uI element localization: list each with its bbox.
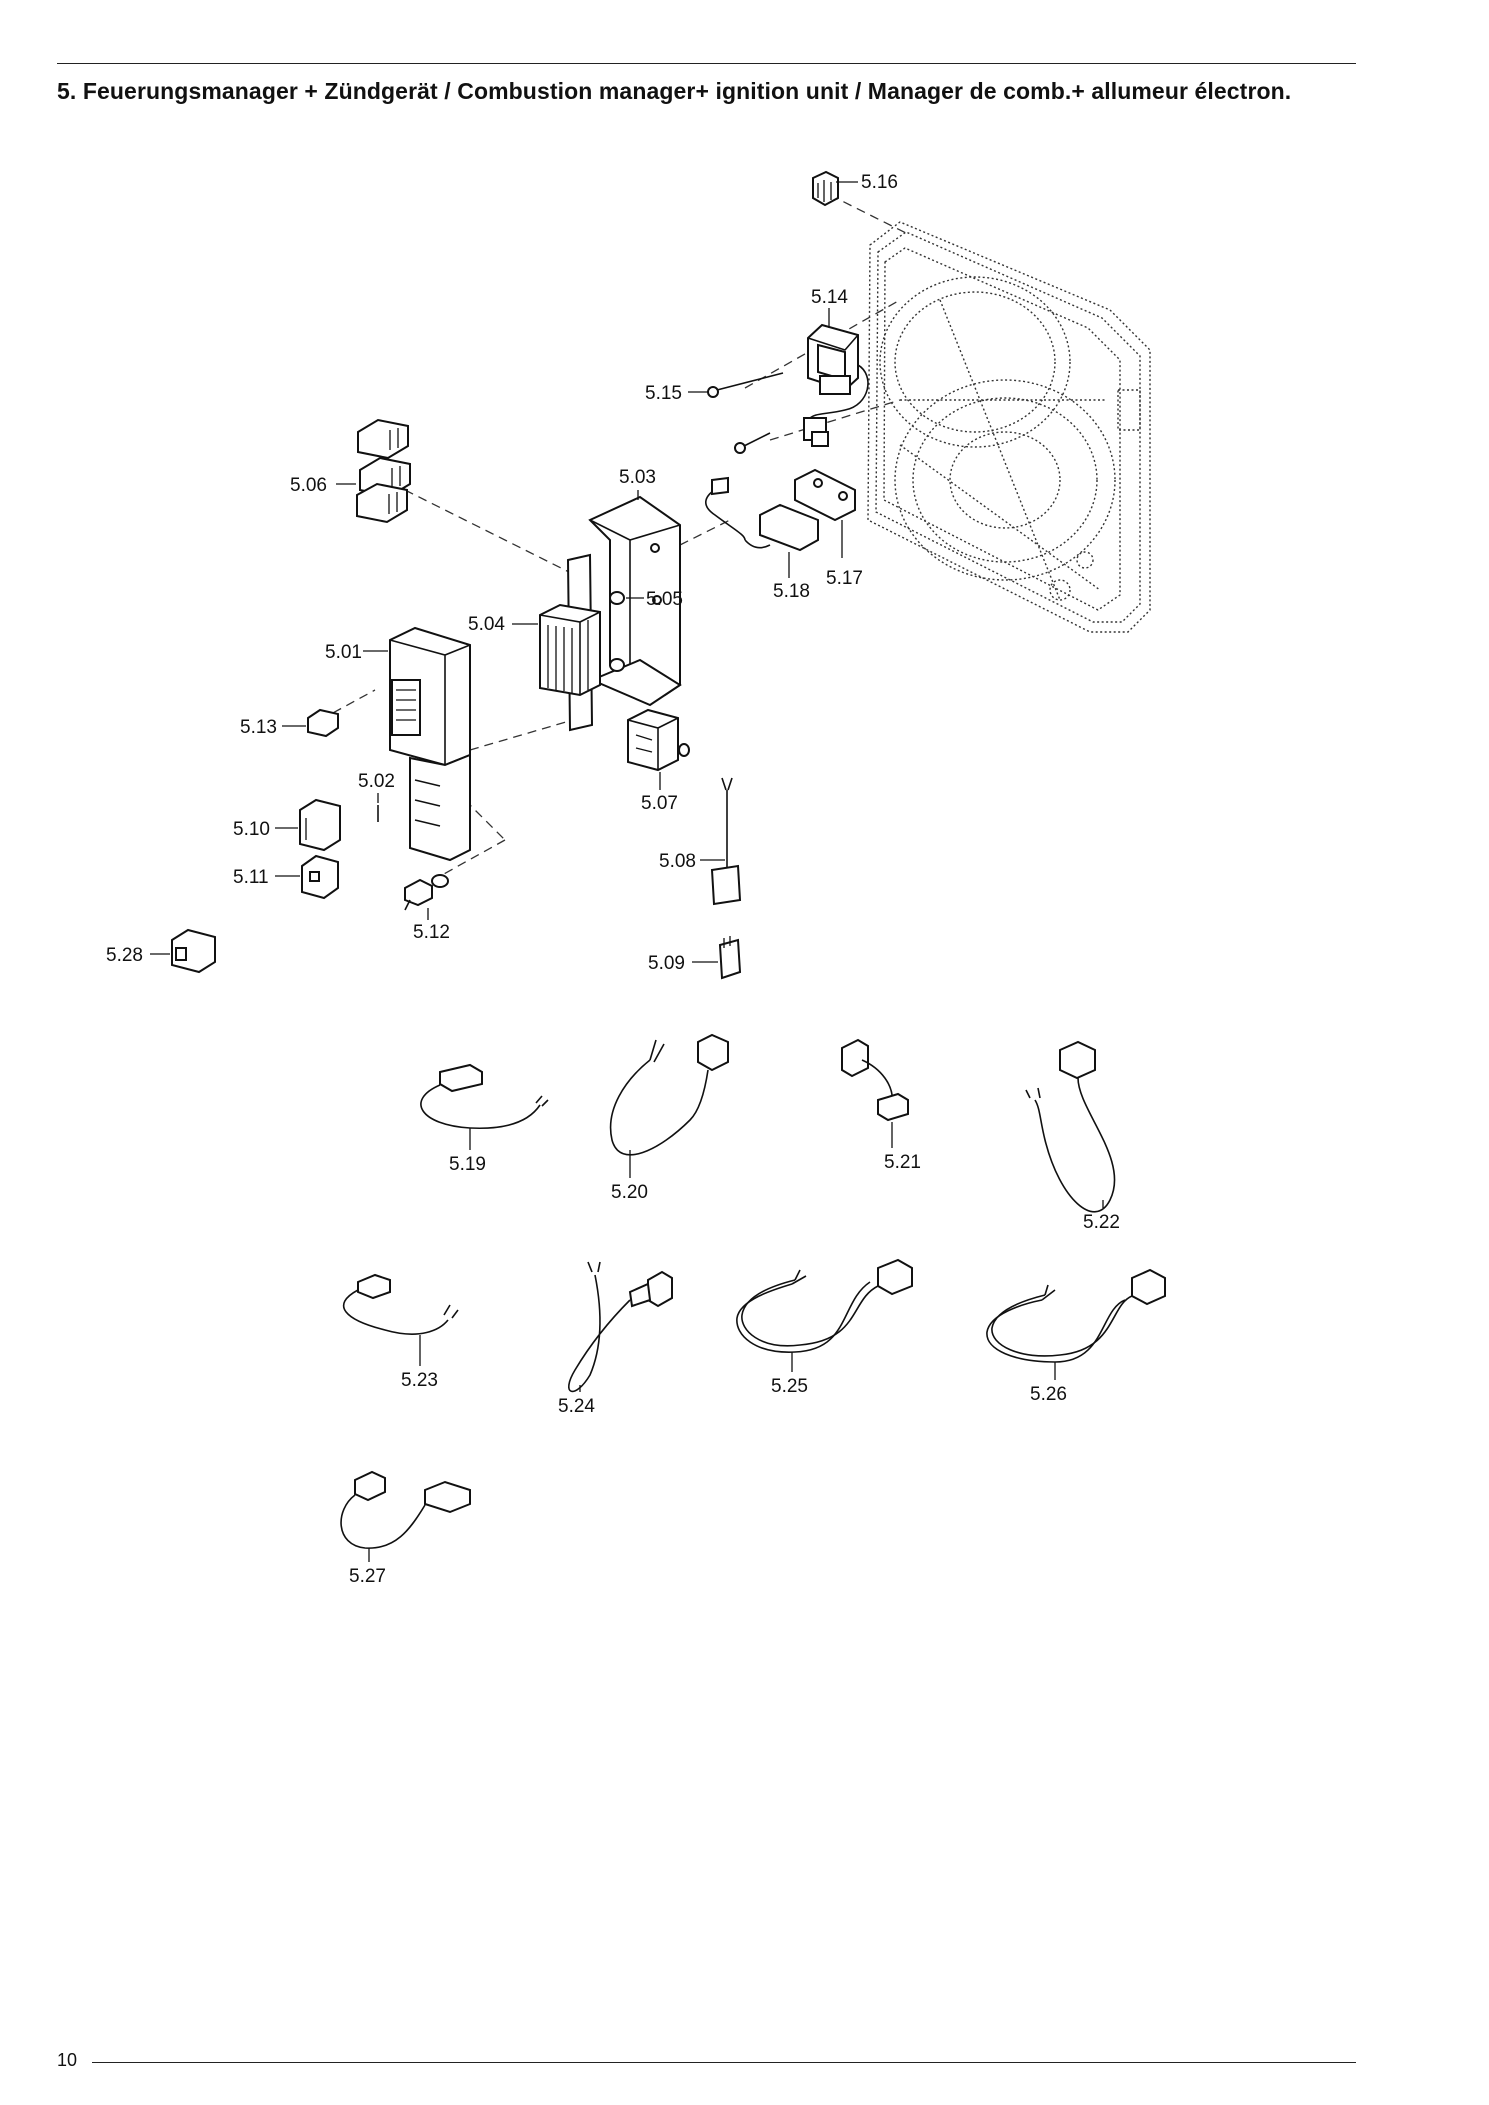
callout-5-18: 5.18 xyxy=(773,581,810,602)
part-5-20-cable xyxy=(609,1033,729,1156)
part-5-27-cable xyxy=(340,1470,471,1549)
part-5-16-terminal xyxy=(812,170,839,207)
leader-lines xyxy=(150,181,1104,1562)
callout-5-11: 5.11 xyxy=(233,867,269,888)
callout-5-07: 5.07 xyxy=(641,793,678,814)
part-5-26-cable xyxy=(986,1268,1166,1363)
callout-5-03: 5.03 xyxy=(619,467,656,488)
part-5-10-plug xyxy=(299,798,341,852)
callout-labels: 5.16 5.14 5.15 5.06 5.03 5.05 5.04 5.01 … xyxy=(106,172,1120,1587)
page-heading: 5. Feuerungsmanager + Zündgerät / Combus… xyxy=(57,78,1292,104)
part-5-19-cable xyxy=(420,1063,549,1130)
page-number: 10 xyxy=(57,2050,78,2070)
part-5-06-plugs xyxy=(356,418,411,524)
part-5-14-ignition-transformer xyxy=(803,323,869,447)
callout-5-05: 5.05 xyxy=(646,589,683,610)
part-5-24-cable xyxy=(568,1261,673,1393)
burner-housing xyxy=(867,221,1151,633)
part-5-07-relay xyxy=(627,708,690,772)
part-5-18-sensor xyxy=(705,476,819,552)
part-5-11-plug xyxy=(301,854,339,900)
part-5-17-bracket xyxy=(794,468,856,522)
callout-5-17: 5.17 xyxy=(826,568,863,589)
callout-5-20: 5.20 xyxy=(611,1182,648,1203)
part-5-12-connector xyxy=(404,874,449,911)
part-5-05-spacers xyxy=(609,591,625,672)
part-5-21-cable xyxy=(841,1038,909,1122)
assembly-lines xyxy=(319,194,911,891)
callout-5-08: 5.08 xyxy=(659,851,696,872)
part-5-28-plug xyxy=(171,928,216,974)
callout-5-21: 5.21 xyxy=(884,1152,921,1173)
callout-5-14: 5.14 xyxy=(811,287,848,308)
callout-5-04: 5.04 xyxy=(468,614,505,635)
callout-5-01: 5.01 xyxy=(325,642,362,663)
callout-5-15: 5.15 xyxy=(645,383,682,404)
part-5-23-cable xyxy=(343,1273,459,1335)
callout-5-27: 5.27 xyxy=(349,1566,386,1587)
callout-5-10: 5.10 xyxy=(233,819,270,840)
callout-5-28: 5.28 xyxy=(106,945,143,966)
callout-5-13: 5.13 xyxy=(240,717,277,738)
part-5-04-terminal-strip xyxy=(539,553,601,732)
part-5-15-screws xyxy=(707,372,784,454)
bottom-rule xyxy=(92,2062,1356,2063)
callout-5-23: 5.23 xyxy=(401,1370,438,1391)
top-rule xyxy=(57,63,1356,64)
part-5-13-plug xyxy=(307,708,339,738)
part-5-08-cable xyxy=(710,777,742,906)
callout-5-22: 5.22 xyxy=(1083,1212,1120,1233)
callout-5-19: 5.19 xyxy=(449,1154,486,1175)
callout-5-12: 5.12 xyxy=(413,922,450,943)
part-5-01-combustion-manager xyxy=(377,626,471,862)
callout-5-24: 5.24 xyxy=(558,1396,595,1417)
part-5-25-cable xyxy=(736,1258,913,1353)
callout-5-09: 5.09 xyxy=(648,953,685,974)
callout-5-26: 5.26 xyxy=(1030,1384,1067,1405)
part-5-22-cable xyxy=(1025,1040,1116,1213)
callout-5-16: 5.16 xyxy=(861,172,898,193)
callout-5-02: 5.02 xyxy=(358,771,395,792)
callout-5-06: 5.06 xyxy=(290,475,327,496)
callout-5-25: 5.25 xyxy=(771,1376,808,1397)
part-5-09-plug xyxy=(718,936,742,980)
